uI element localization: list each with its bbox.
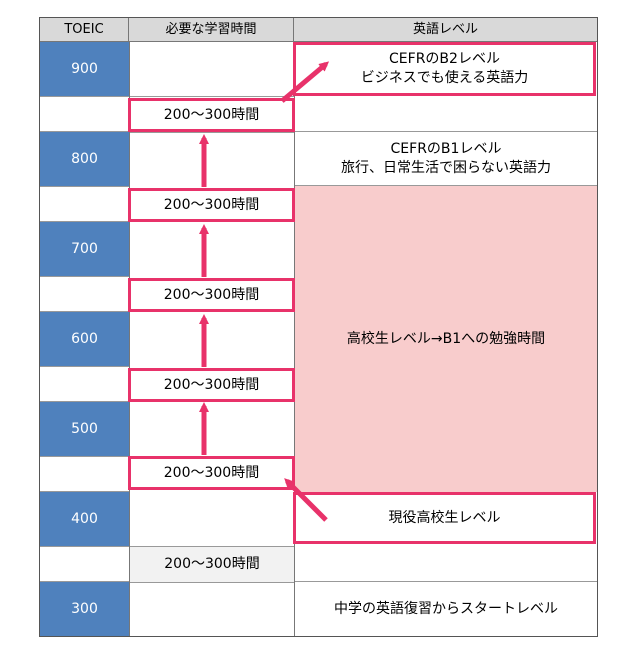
row-line <box>130 96 294 97</box>
score-gap <box>40 546 129 582</box>
score-gap <box>40 186 129 222</box>
study-time-800: 200～300時間 <box>128 188 295 222</box>
header-toeic: TOEIC <box>40 18 129 42</box>
level-900-line2: ビジネスでも使える英語力 <box>360 70 529 86</box>
score-300: 300 <box>40 582 129 636</box>
score-500: 500 <box>40 402 129 456</box>
column-divider <box>129 42 130 636</box>
study-time-700: 200～300時間 <box>128 278 295 312</box>
score-800: 800 <box>40 132 129 186</box>
level-400-highlight: 現役高校生レベル <box>293 492 596 544</box>
study-time-900: 200～300時間 <box>128 98 295 132</box>
level-900-line1: CEFRのB2レベル <box>389 51 500 68</box>
diagonal-up-arrow-icon <box>280 61 330 103</box>
score-900: 900 <box>40 42 129 96</box>
header-study-time: 必要な学習時間 <box>129 18 294 42</box>
highschool-band: 高校生レベル→B1への勉強時間 <box>295 186 597 492</box>
table-frame <box>39 17 598 637</box>
level-800-line2: 旅行、日常生活で困らない英語力 <box>341 159 551 176</box>
score-gap <box>40 456 129 492</box>
score-gap <box>40 276 129 312</box>
level-900-highlight: CEFRのB2レベル ビジネスでも使える英語力 <box>293 42 596 96</box>
level-800: CEFRのB1レベル 旅行、日常生活で困らない英語力 <box>295 132 597 186</box>
study-time-500: 200～300時間 <box>128 456 295 490</box>
score-gap <box>40 366 129 402</box>
level-cell-empty <box>295 96 597 132</box>
study-time-600: 200～300時間 <box>128 368 295 402</box>
level-300: 中学の英語復習からスタートレベル <box>334 600 558 617</box>
level-cell-empty <box>295 546 597 582</box>
study-time-400: 200～300時間 <box>130 547 294 582</box>
column-divider <box>294 42 295 636</box>
score-400: 400 <box>40 492 129 546</box>
score-700: 700 <box>40 222 129 276</box>
row-line <box>130 582 294 583</box>
row-line <box>130 546 294 547</box>
header-english-level: 英語レベル <box>294 18 597 42</box>
diagonal-arrow-icon <box>284 478 328 522</box>
score-gap <box>40 96 129 132</box>
level-800-line1: CEFRのB1レベル <box>390 140 502 157</box>
row-line <box>130 132 294 133</box>
score-600: 600 <box>40 312 129 366</box>
